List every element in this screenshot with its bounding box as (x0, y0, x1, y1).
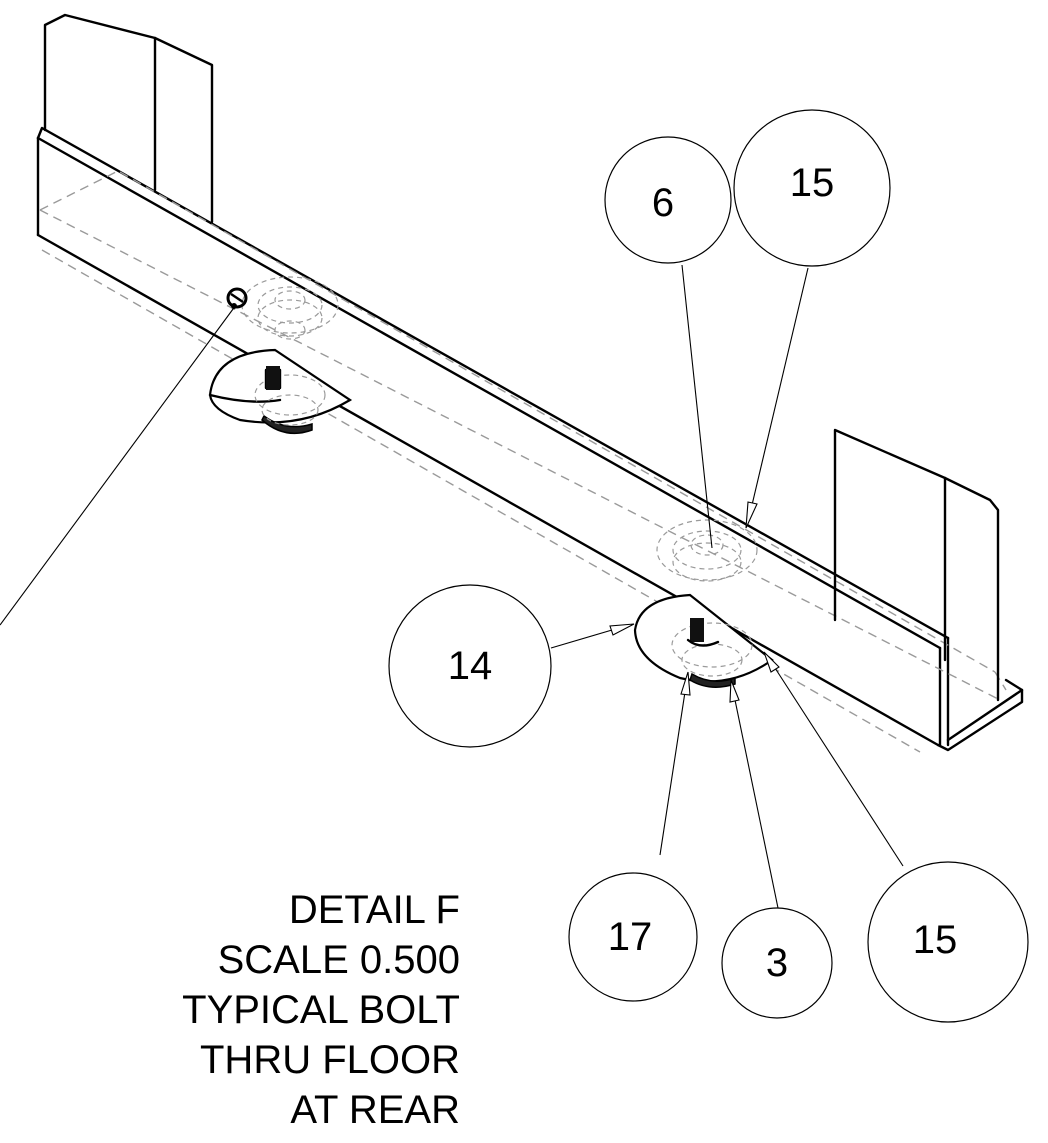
balloon-17: 17 (568, 872, 698, 1002)
svg-text:15: 15 (790, 161, 835, 205)
detail-note-line-4: THRU FLOOR (200, 1038, 460, 1082)
svg-text:14: 14 (448, 644, 493, 688)
detail-note-line-3: TYPICAL BOLT (182, 988, 460, 1032)
balloon-14: 14 (388, 584, 552, 748)
svg-text:6: 6 (652, 181, 674, 225)
balloon-15-top: 15 (733, 109, 891, 267)
left-upright-plate (43, 13, 214, 224)
balloon-6: 6 (604, 136, 732, 264)
leaders (550, 264, 904, 909)
leader-offpage (0, 304, 237, 626)
left-bolt-assembly (208, 276, 353, 435)
hole-marker (226, 287, 248, 309)
detail-note-line-5: AT REAR (290, 1088, 460, 1132)
svg-text:17: 17 (608, 915, 653, 959)
detail-scale: SCALE 0.500 (218, 938, 460, 982)
svg-text:15: 15 (913, 918, 958, 962)
balloon-3: 3 (721, 907, 833, 1019)
right-upright-plate (833, 428, 1000, 702)
right-bolt-assembly (633, 519, 774, 688)
svg-text:3: 3 (766, 941, 788, 985)
balloon-15-bottom: 15 (867, 861, 1029, 1023)
detail-title: DETAIL F (289, 888, 460, 932)
detail-note: DETAIL F SCALE 0.500 TYPICAL BOLT THRU F… (182, 888, 460, 1132)
